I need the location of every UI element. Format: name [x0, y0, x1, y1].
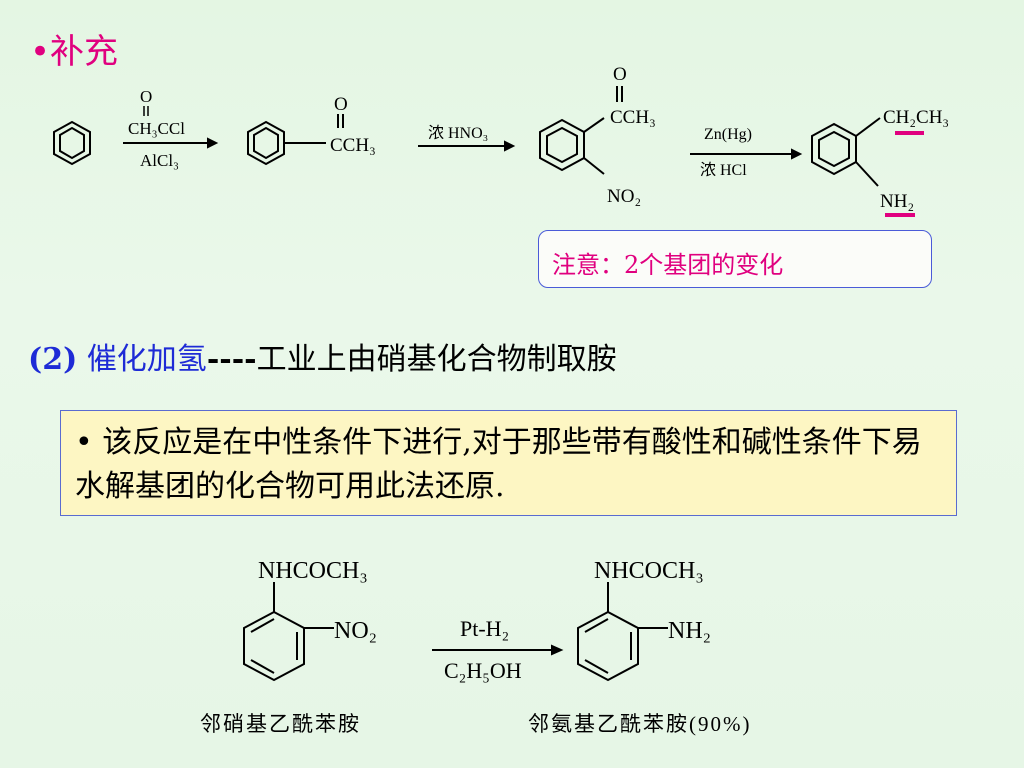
- note-text: 注意：2个基团的变化: [552, 251, 784, 279]
- section-dashes: ----: [206, 342, 257, 377]
- note-callout: [538, 230, 932, 288]
- reagent-alcl3: AlCl₃: [140, 151, 179, 170]
- info-box: • 该反应是在中性条件下进行,对于那些带有酸性和碱性条件下易水解基团的化合物可用…: [60, 410, 957, 516]
- section-heading: (2) 催化加氢----工业上由硝基化合物制取胺: [28, 334, 617, 378]
- slide-title: •补充: [30, 32, 119, 72]
- product2-nitro-group: NO₂: [607, 186, 641, 207]
- product1-carbonyl-o: O: [334, 94, 348, 115]
- product3-ethyl-group: CH₂CH₃: [883, 107, 949, 128]
- benzene-ring: [53, 120, 91, 166]
- info-text: • 该反应是在中性条件下进行,对于那些带有酸性和碱性条件下易水解基团的化合物可用…: [75, 425, 922, 504]
- product2-acetyl-group: CCH₃: [610, 107, 656, 128]
- section-term: 催化加氢: [86, 342, 207, 377]
- reagent-hno3: 浓 HNO₃: [428, 124, 488, 142]
- reactant-name: 邻硝基乙酰苯胺: [200, 712, 361, 736]
- reagent-zn-hg: Zn(Hg): [704, 126, 752, 143]
- product1-acetyl-group: CCH₃: [330, 135, 376, 156]
- reagent-carbonyl-o: O: [140, 87, 152, 106]
- reagent-hcl: 浓 HCl: [700, 161, 747, 179]
- product3-amino-group: NH₂: [880, 191, 914, 212]
- product2-carbonyl-o: O: [613, 64, 627, 85]
- benzene-ring: [247, 120, 285, 166]
- benzene-ring: [243, 610, 305, 682]
- friedel-crafts-scheme: O CH₃CCl AlCl₃ O CCH₃ 浓 HNO₃ O CCH₃ NO₂ …: [53, 64, 949, 217]
- benzene-ring: [577, 610, 639, 682]
- reagent-ethanol: C₂H₅OH: [444, 658, 522, 683]
- section-description: 工业上由硝基化合物制取胺: [256, 342, 617, 377]
- product-amino-group: NH₂: [668, 618, 711, 644]
- product-amide-group: NHCOCH₃: [594, 558, 704, 584]
- reagent-pt-h2: Pt-H₂: [460, 616, 509, 641]
- section-number: (2): [28, 342, 78, 377]
- reactant-nitro-group: NO₂: [334, 618, 377, 644]
- hydrogenation-scheme: NHCOCH₃ NO₂ Pt-H₂ C₂H₅OH NHCOCH₃ NH₂ 邻硝基…: [200, 558, 751, 736]
- reagent-acetyl-chloride: CH₃CCl: [128, 119, 185, 138]
- reactant-amide-group: NHCOCH₃: [258, 558, 368, 584]
- product-name: 邻氨基乙酰苯胺(90%): [528, 712, 751, 736]
